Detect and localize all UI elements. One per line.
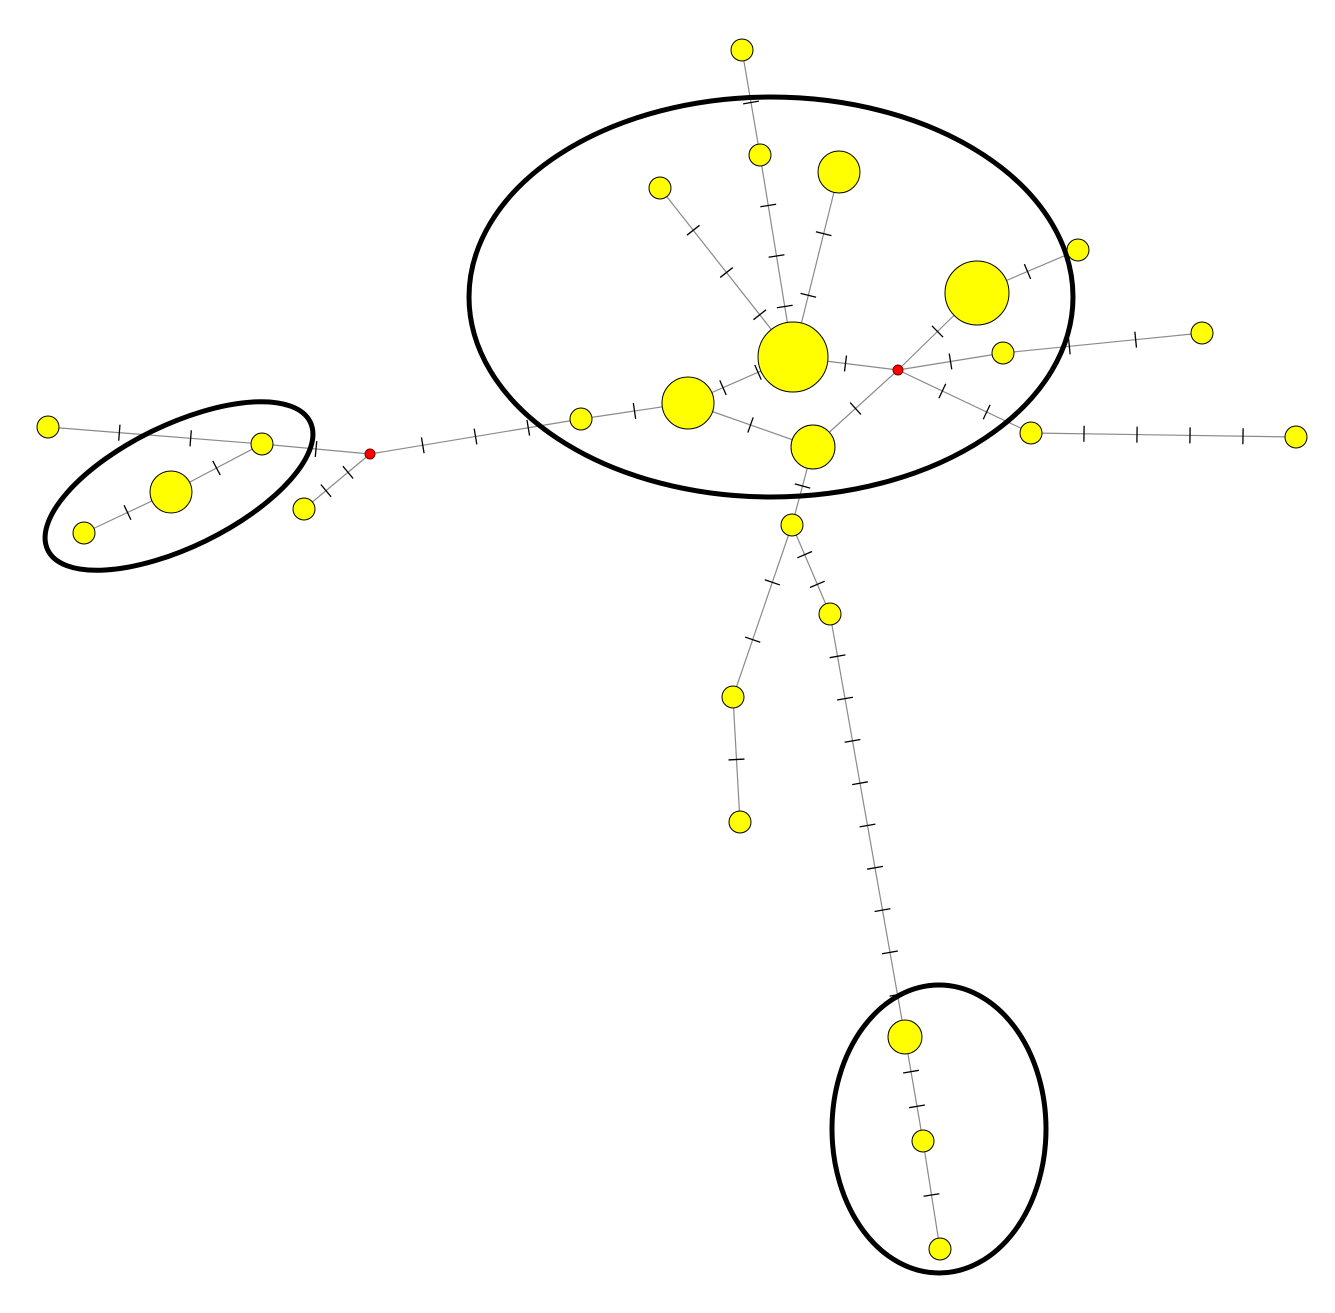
mutation-tick (1023, 263, 1032, 280)
haplotype-node (730, 38, 754, 62)
haplotype-node (661, 376, 715, 430)
mutation-tick (420, 437, 425, 454)
mutation-tick (744, 636, 761, 643)
haplotype-node (1190, 321, 1214, 345)
link-h6-h4 (47, 426, 263, 445)
haplotype-node (790, 424, 836, 470)
haplotype-node (721, 685, 745, 709)
group-left-outline (42, 399, 316, 573)
link-h18-h19 (1030, 432, 1297, 438)
mutation-tick (844, 738, 861, 743)
mutation-tick (743, 100, 759, 105)
mutation-tick (760, 203, 777, 208)
mutation-tick (728, 758, 745, 761)
network-nodes (36, 38, 1308, 1261)
haplotype-node (911, 1129, 935, 1153)
group-center-outline (466, 94, 1076, 500)
mutation-tick (874, 908, 891, 913)
haplotype-node (1284, 425, 1308, 449)
haplotype-node (149, 470, 193, 514)
haplotype-node (944, 260, 1010, 326)
mutation-tick (747, 417, 754, 433)
mutation-ticks (118, 100, 1244, 1197)
mutation-tick (526, 419, 531, 436)
mutation-tick (776, 304, 793, 309)
mutation-tick (843, 355, 848, 372)
haplotype-node (728, 810, 752, 834)
network-links (47, 49, 1297, 1250)
mutation-tick (123, 504, 132, 521)
haplotype-node (928, 1237, 952, 1261)
mutation-tick (882, 950, 898, 955)
haplotype-node (1019, 421, 1043, 445)
haplotype-node (569, 407, 593, 431)
link-h16-h17 (1002, 332, 1203, 354)
mutation-tick (118, 424, 121, 441)
mutation-tick (768, 254, 785, 258)
link-h5-mv1 (303, 453, 371, 510)
haplotype-node (818, 602, 842, 626)
mutation-tick (797, 550, 813, 559)
group-bottom-outline (829, 982, 1049, 1276)
mutation-tick (931, 325, 944, 338)
mutation-tick (948, 353, 953, 370)
mutation-tick (800, 292, 817, 298)
mutation-tick (982, 404, 991, 420)
haplotype-node (36, 415, 60, 439)
mutation-tick (867, 865, 883, 870)
mutation-tick (189, 430, 192, 447)
haplotype-node (780, 513, 804, 537)
mutation-tick (320, 484, 332, 498)
mutation-tick (809, 580, 825, 589)
haplotype-node (757, 321, 829, 393)
mutation-tick (923, 1193, 940, 1197)
mutation-tick (852, 781, 868, 786)
mutation-tick (632, 402, 637, 420)
mutation-tick (829, 654, 846, 659)
mutation-tick (903, 1069, 919, 1074)
link-h20-h22 (791, 524, 831, 615)
mutation-tick (719, 380, 727, 396)
mutation-tick (837, 696, 853, 701)
mutation-tick (815, 231, 832, 237)
mutation-tick (859, 823, 876, 828)
haplotype-node (292, 497, 316, 521)
mutation-tick (719, 267, 734, 278)
haplotype-node (72, 521, 96, 545)
group-outlines (42, 94, 1076, 1276)
haplotype-node (887, 1019, 923, 1055)
mutation-tick (686, 224, 700, 236)
mutation-tick (212, 460, 221, 476)
mutation-tick (938, 383, 947, 399)
median-vector-node (892, 364, 904, 376)
mutation-tick (909, 1104, 925, 1109)
mutation-tick (794, 483, 811, 489)
haplotype-node (648, 176, 672, 200)
median-vector-node (364, 448, 376, 460)
mutation-tick (342, 465, 354, 479)
haplotype-node (817, 150, 861, 194)
mutation-tick (754, 364, 762, 380)
link-h20-h21 (732, 524, 793, 698)
mutation-tick (473, 428, 478, 445)
link-mv2-h18 (897, 369, 1032, 434)
mutation-tick (1067, 338, 1071, 355)
mutation-tick (764, 579, 781, 586)
haplotype-node (991, 341, 1015, 365)
mutation-tick (1134, 331, 1138, 348)
mutation-tick (849, 402, 862, 415)
link-h25-h26 (904, 1036, 924, 1142)
haplotype-node (748, 143, 772, 167)
mutation-tick (753, 309, 767, 321)
haplotype-node (250, 432, 274, 456)
haplotype-node (1066, 238, 1090, 262)
mutation-tick (314, 440, 318, 458)
